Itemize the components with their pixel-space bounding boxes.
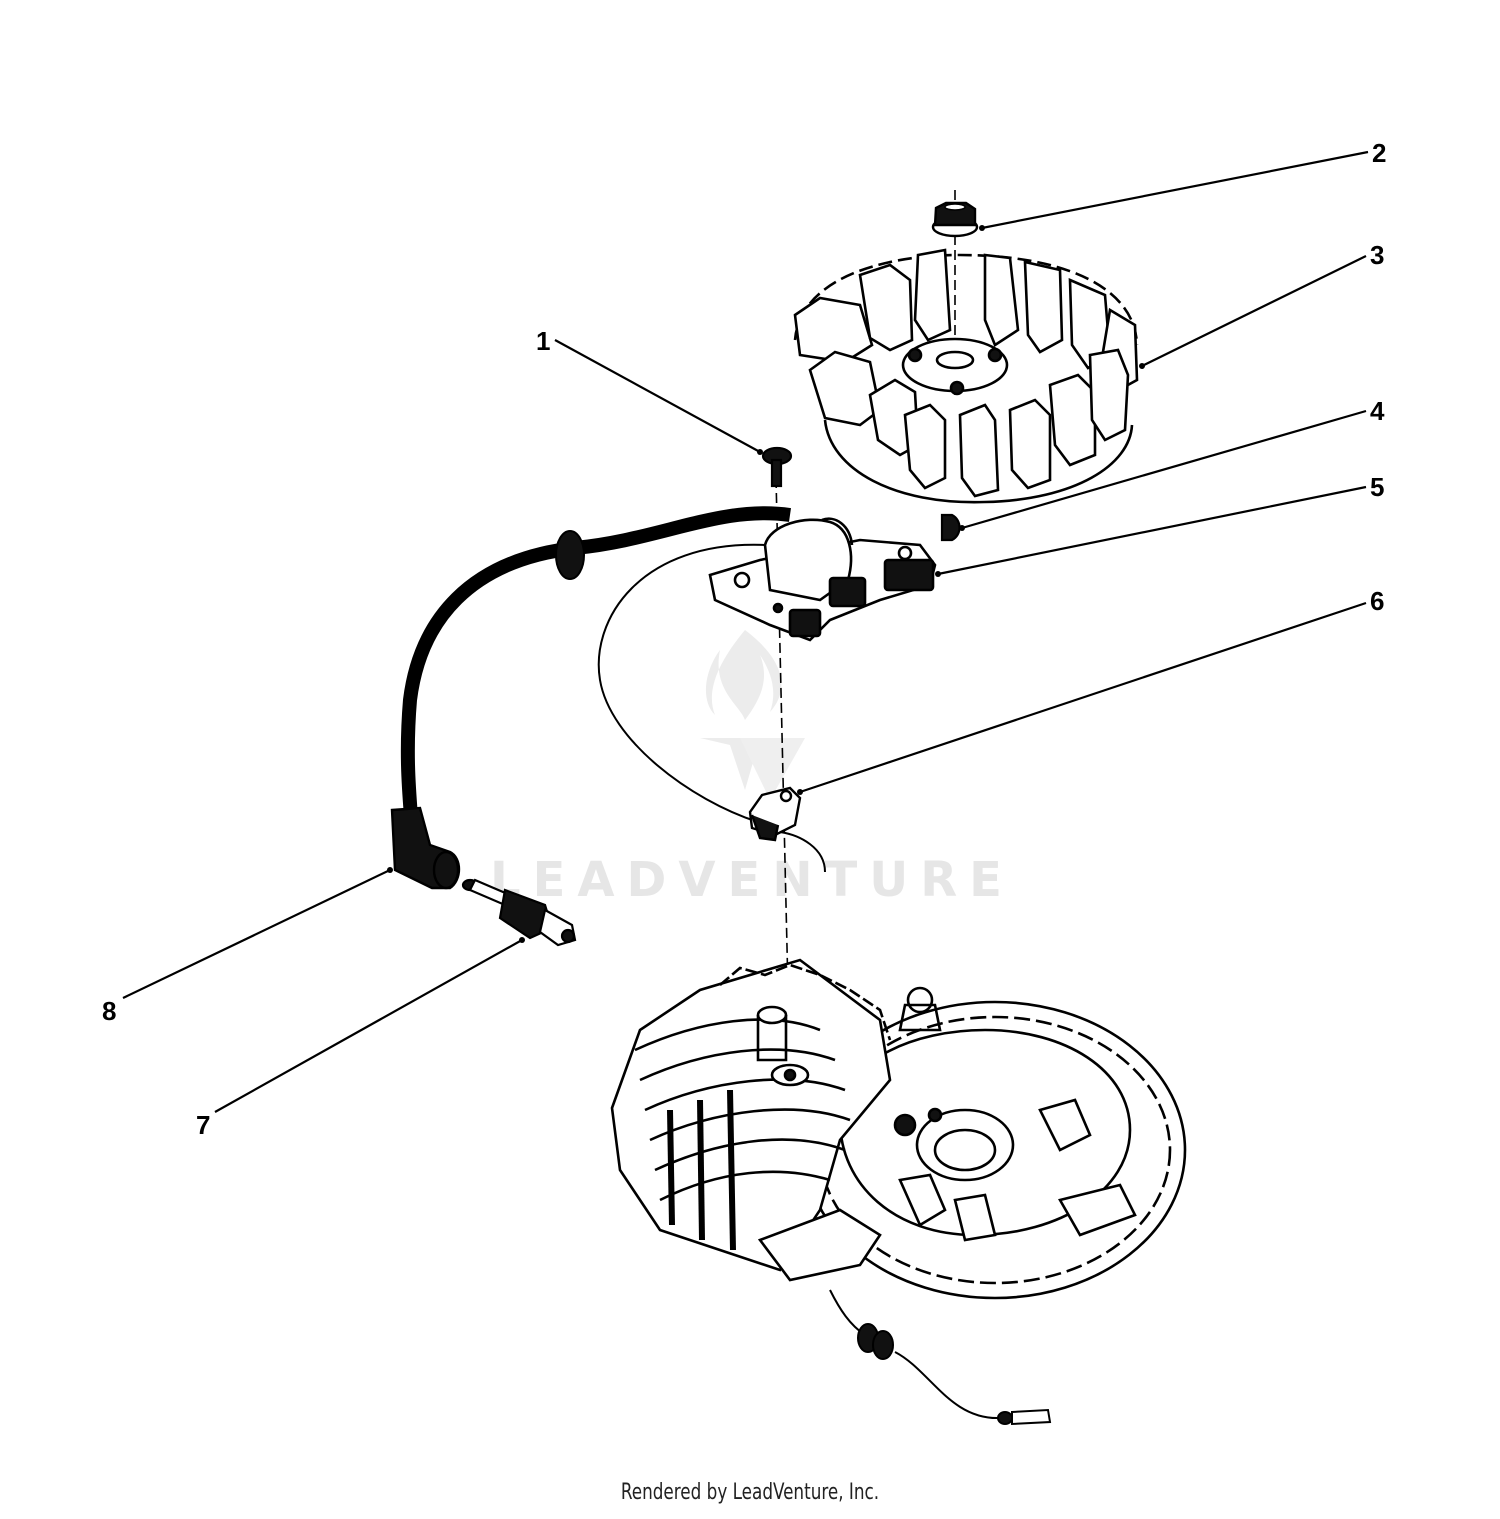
leader-3 <box>1141 255 1367 367</box>
leader-2 <box>981 150 1369 230</box>
callout-3[interactable]: 3 <box>1370 240 1384 270</box>
ground-clip[interactable] <box>748 786 826 873</box>
callout-6[interactable]: 6 <box>1370 586 1384 616</box>
leader-4 <box>961 409 1367 530</box>
leader-7 <box>214 939 523 1113</box>
leader-6 <box>799 601 1367 794</box>
flywheel[interactable] <box>793 248 1139 504</box>
render-credit: Rendered by LeadVenture, Inc. <box>620 1480 880 1505</box>
flywheel-key[interactable] <box>940 513 961 542</box>
spark-plug-boot[interactable] <box>390 806 461 890</box>
leader-5 <box>937 485 1367 576</box>
spark-plug[interactable] <box>461 878 577 947</box>
watermark: LEADVENTURE <box>490 630 1014 908</box>
flywheel-nut[interactable] <box>931 201 979 238</box>
callout-5[interactable]: 5 <box>1370 472 1384 502</box>
ignition-module[interactable] <box>597 517 937 823</box>
mounting-screw[interactable] <box>761 446 793 488</box>
callout-7[interactable]: 7 <box>196 1110 210 1140</box>
watermark-text: LEADVENTURE <box>490 852 1014 908</box>
callout-2[interactable]: 2 <box>1372 138 1386 168</box>
leader-1 <box>554 339 761 453</box>
stop-wire[interactable] <box>829 1289 1052 1426</box>
callout-1[interactable]: 1 <box>536 326 550 356</box>
leader-8 <box>122 869 391 999</box>
callout-4[interactable]: 4 <box>1370 396 1385 426</box>
engine-block[interactable] <box>610 958 1187 1300</box>
callout-labels: 1 2 3 4 5 6 7 8 <box>102 138 1386 1140</box>
leadventure-flame-logo <box>700 630 805 800</box>
callout-8[interactable]: 8 <box>102 996 116 1026</box>
leader-lines <box>122 150 1369 1113</box>
high-tension-lead <box>400 506 791 831</box>
